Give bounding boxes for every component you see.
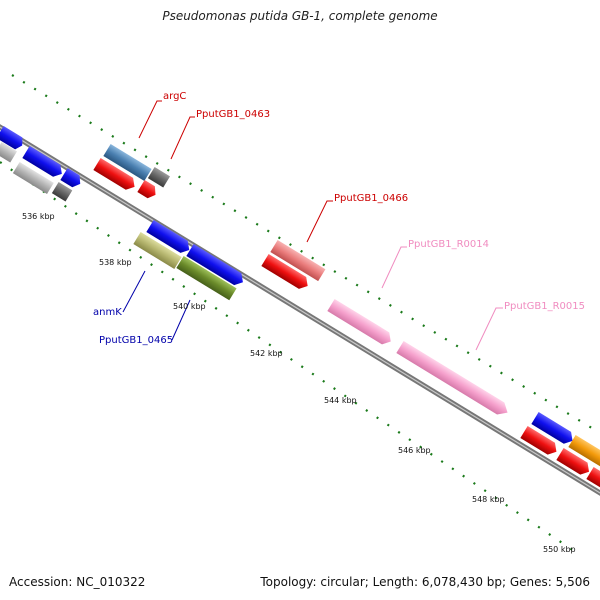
- genome-backbone: [0, 124, 600, 496]
- gene-label-PputGB1_0466[interactable]: PputGB1_0466: [334, 193, 408, 204]
- gene-arrow[interactable]: [0, 126, 26, 151]
- tick-label: 536 kbp: [22, 212, 55, 221]
- gene-label-argC[interactable]: argC: [163, 91, 186, 102]
- tick-label: 546 kbp: [398, 446, 431, 455]
- gene-arrow[interactable]: [186, 244, 246, 288]
- gene-label-anmK[interactable]: anmK: [93, 307, 122, 318]
- gene-label-layer: argC PputGB1_0463 PputGB1_0466 PputGB1_R…: [93, 91, 585, 346]
- topology-text: Topology: circular; Length: 6,078,430 bp…: [260, 575, 590, 589]
- gene-PputGB1_R0015[interactable]: [396, 341, 511, 419]
- gene-arrow[interactable]: [22, 146, 65, 180]
- gene-arrow[interactable]: [531, 412, 576, 447]
- genes-layer: [0, 126, 600, 490]
- accession-text: Accession: NC_010322: [9, 575, 146, 589]
- gene-arrow[interactable]: [146, 220, 193, 256]
- gene-PputGB1_0463[interactable]: [147, 167, 171, 188]
- tick-label: 542 kbp: [250, 349, 283, 358]
- gene-segment[interactable]: [586, 467, 600, 490]
- callout-lines: [122, 100, 503, 351]
- gene-segment[interactable]: [12, 162, 54, 194]
- tick-label: 538 kbp: [99, 258, 132, 267]
- gene-label-PputGB1_R0014[interactable]: PputGB1_R0014: [408, 239, 489, 250]
- gene-segment[interactable]: [568, 435, 600, 468]
- gene-label-PputGB1_R0015[interactable]: PputGB1_R0015: [504, 301, 585, 312]
- tick-label: 544 kbp: [324, 396, 357, 405]
- gene-PputGB1_0466[interactable]: [270, 240, 326, 282]
- gene-arrow-red[interactable]: [137, 180, 159, 201]
- tick-label: 548 kbp: [472, 495, 505, 504]
- gene-segment[interactable]: [51, 182, 73, 202]
- tick-track-outer: [11, 74, 600, 434]
- gene-argC[interactable]: [103, 144, 152, 181]
- map-title: Pseudomonas putida GB-1, complete genome: [162, 9, 438, 23]
- gene-anmK[interactable]: [133, 232, 182, 269]
- gene-segment[interactable]: [0, 142, 18, 163]
- gene-arrow-red[interactable]: [93, 158, 138, 193]
- gene-arrow-red[interactable]: [261, 254, 311, 292]
- gene-PputGB1_0465[interactable]: [176, 256, 237, 301]
- tick-label: 550 kbp: [543, 545, 576, 554]
- gene-label-PputGB1_0465[interactable]: PputGB1_0465: [99, 335, 173, 346]
- gene-PputGB1_R0014[interactable]: [327, 299, 394, 347]
- gene-arrow-red[interactable]: [520, 426, 560, 458]
- tick-label-layer: 536 kbp 538 kbp 540 kbp 542 kbp 544 kbp …: [22, 212, 576, 554]
- gene-arrow-red[interactable]: [556, 448, 592, 478]
- gene-label-PputGB1_0463[interactable]: PputGB1_0463: [196, 109, 270, 120]
- tick-label: 540 kbp: [173, 302, 206, 311]
- gene-arrow[interactable]: [60, 168, 84, 190]
